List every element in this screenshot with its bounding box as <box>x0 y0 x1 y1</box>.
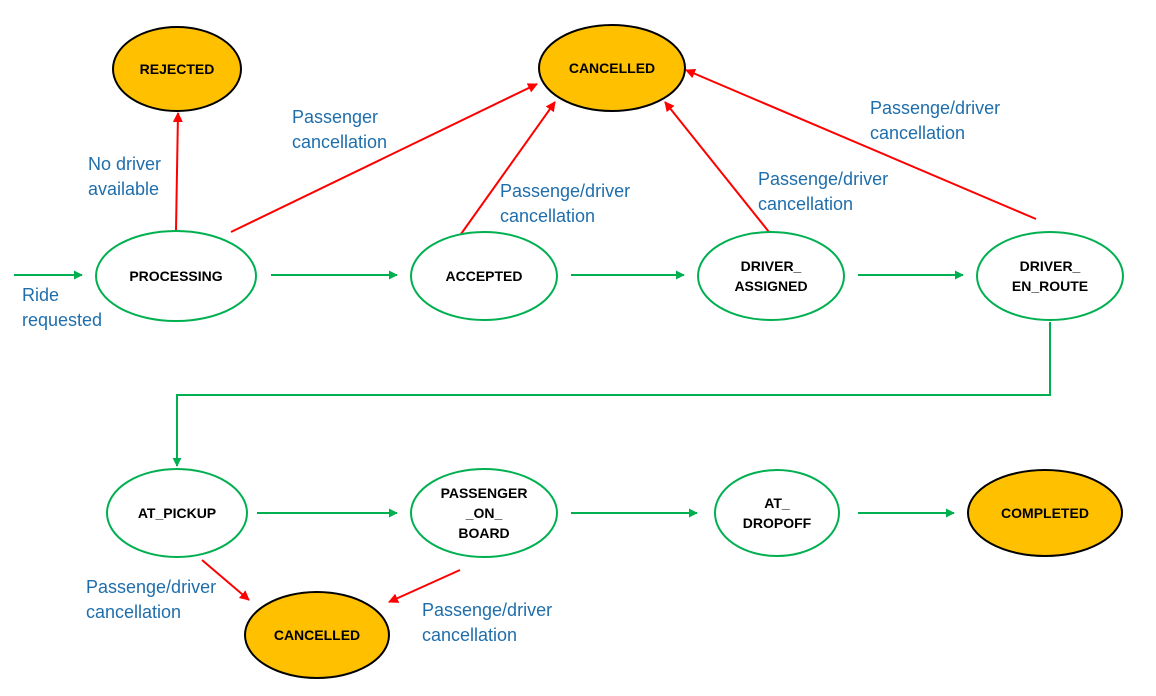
label-en-route-cancellation: Passenge/driver cancellation <box>870 98 1000 143</box>
label-pickup-cancellation: Passenge/driver cancellation <box>86 577 216 622</box>
text-line: CANCELLED <box>274 627 360 643</box>
edge-processing-rejected <box>172 112 183 231</box>
state-nodes: PROCESSING ACCEPTED DRIVER_ ASSIGNED DRIV… <box>95 24 1124 679</box>
text-line: requested <box>22 310 102 330</box>
text-line: CANCELLED <box>569 60 655 76</box>
edge-accepted-cancelled <box>460 101 556 235</box>
state-completed: COMPLETED <box>967 469 1123 557</box>
state-cancelled-top: CANCELLED <box>538 24 686 112</box>
text-line: Passenge/driver <box>500 181 630 201</box>
edge-at-pickup-cancelled <box>201 559 250 601</box>
label-accepted-cancellation: Passenge/driver cancellation <box>500 181 630 226</box>
text-line: ASSIGNED <box>734 278 807 294</box>
text-line: BOARD <box>458 525 509 541</box>
state-accepted: ACCEPTED <box>410 231 558 321</box>
text-line: AT_ <box>764 495 790 511</box>
text-line: PASSENGER <box>441 485 528 501</box>
cancel-edges <box>172 68 1037 603</box>
text-line: DROPOFF <box>743 515 812 531</box>
flow-edges <box>14 270 1051 518</box>
state-rejected-label: REJECTED <box>140 61 215 77</box>
text-line: cancellation <box>500 206 595 226</box>
state-passenger-on-board-label: PASSENGER _ON_ BOARD <box>441 485 528 541</box>
label-onboard-cancellation: Passenge/driver cancellation <box>422 600 552 645</box>
state-driver-en-route: DRIVER_ EN_ROUTE <box>976 231 1124 321</box>
edge-labels: Ride requested No driver available Passeng… <box>22 98 1000 645</box>
edge-passenger-on-board-cancelled <box>388 569 461 603</box>
text-line: DRIVER_ <box>1020 258 1081 274</box>
state-completed-label: COMPLETED <box>1001 505 1089 521</box>
text-line: Passenge/driver <box>422 600 552 620</box>
edge-en-route-cancelled <box>685 68 1037 220</box>
text-line: cancellation <box>870 123 965 143</box>
text-line: cancellation <box>86 602 181 622</box>
text-line: cancellation <box>292 132 387 152</box>
edge-driver-assigned-cancelled <box>664 101 770 233</box>
text-line: No driver <box>88 154 161 174</box>
state-accepted-label: ACCEPTED <box>445 268 522 284</box>
text-line: Passenge/driver <box>758 169 888 189</box>
text-line: Passenge/driver <box>870 98 1000 118</box>
edge-processing-cancelled <box>230 83 538 233</box>
state-cancelled-bottom: CANCELLED <box>244 591 390 679</box>
state-cancelled-top-label: CANCELLED <box>569 60 655 76</box>
state-driver-assigned: DRIVER_ ASSIGNED <box>697 231 845 321</box>
label-passenger-cancellation: Passenger cancellation <box>292 107 387 152</box>
label-no-driver-available: No driver available <box>88 154 161 199</box>
text-line: PROCESSING <box>129 268 222 284</box>
state-driver-assigned-label: DRIVER_ ASSIGNED <box>734 258 807 294</box>
label-assigned-cancellation: Passenge/driver cancellation <box>758 169 888 214</box>
text-line: cancellation <box>422 625 517 645</box>
state-at-dropoff: AT_ DROPOFF <box>714 469 840 557</box>
text-line: Passenge/driver <box>86 577 216 597</box>
state-processing-label: PROCESSING <box>129 268 222 284</box>
text-line: available <box>88 179 159 199</box>
state-driver-en-route-label: DRIVER_ EN_ROUTE <box>1012 258 1088 294</box>
text-line: EN_ROUTE <box>1012 278 1088 294</box>
state-processing: PROCESSING <box>95 230 257 322</box>
text-line: ACCEPTED <box>445 268 522 284</box>
state-rejected: REJECTED <box>112 26 242 112</box>
text-line: COMPLETED <box>1001 505 1089 521</box>
text-line: cancellation <box>758 194 853 214</box>
state-at-pickup: AT_PICKUP <box>106 468 248 558</box>
text-line: REJECTED <box>140 61 215 77</box>
label-ride-requested: Ride requested <box>22 285 102 330</box>
state-at-pickup-label: AT_PICKUP <box>138 505 216 521</box>
text-line: Ride <box>22 285 59 305</box>
text-line: Passenger <box>292 107 378 127</box>
text-line: AT_PICKUP <box>138 505 216 521</box>
text-line: DRIVER_ <box>741 258 802 274</box>
edge-en-route-at-pickup <box>172 322 1051 467</box>
text-line: _ON_ <box>465 505 503 521</box>
state-cancelled-bottom-label: CANCELLED <box>274 627 360 643</box>
state-passenger-on-board: PASSENGER _ON_ BOARD <box>410 468 558 558</box>
state-at-dropoff-label: AT_ DROPOFF <box>743 495 812 531</box>
